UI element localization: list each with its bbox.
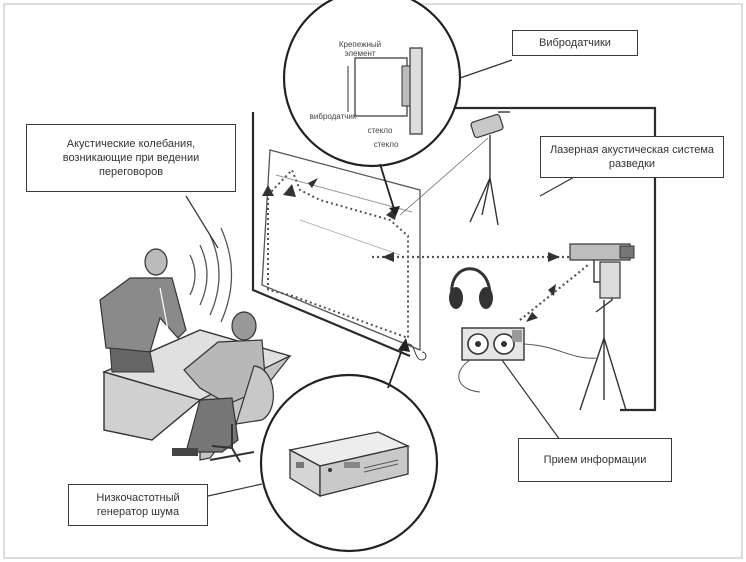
seated-person bbox=[172, 311, 267, 456]
office-chair bbox=[209, 365, 274, 463]
room-wall-left bbox=[251, 112, 411, 358]
label-noise-generator: Низкочастотный генератор шума bbox=[68, 484, 208, 526]
tape-recorder bbox=[458, 327, 599, 393]
label-acoustic-oscillations: Акустические колебания, возникающие при … bbox=[26, 124, 236, 192]
label-recording-device: Прием информации bbox=[518, 438, 672, 482]
noise-generator-device bbox=[288, 431, 410, 498]
inset-label-vibro-sensor: вибродатчик bbox=[309, 112, 357, 121]
inset-label-glass-1: стекло bbox=[367, 126, 393, 135]
inset-label-glass-2: стекло bbox=[373, 140, 399, 149]
label-vibro-sensors: Вибродатчики bbox=[512, 30, 638, 56]
laser-tripod-top bbox=[399, 111, 510, 226]
inset-leader bbox=[379, 163, 396, 213]
inset-glass bbox=[409, 47, 423, 135]
receiver-tripod bbox=[569, 243, 635, 411]
sound-waves bbox=[189, 227, 233, 323]
inset-label-fastening: Крепежный элемент bbox=[338, 40, 382, 58]
room-wall-right bbox=[445, 106, 657, 412]
headphones bbox=[449, 267, 493, 309]
label-laser-system: Лазерная акустическая система разведки bbox=[540, 136, 724, 178]
window-frame bbox=[261, 149, 421, 351]
window-reflection bbox=[275, 174, 413, 213]
standing-person bbox=[99, 248, 187, 373]
inset-sensor-body bbox=[354, 57, 408, 117]
vibration-path bbox=[267, 168, 409, 340]
